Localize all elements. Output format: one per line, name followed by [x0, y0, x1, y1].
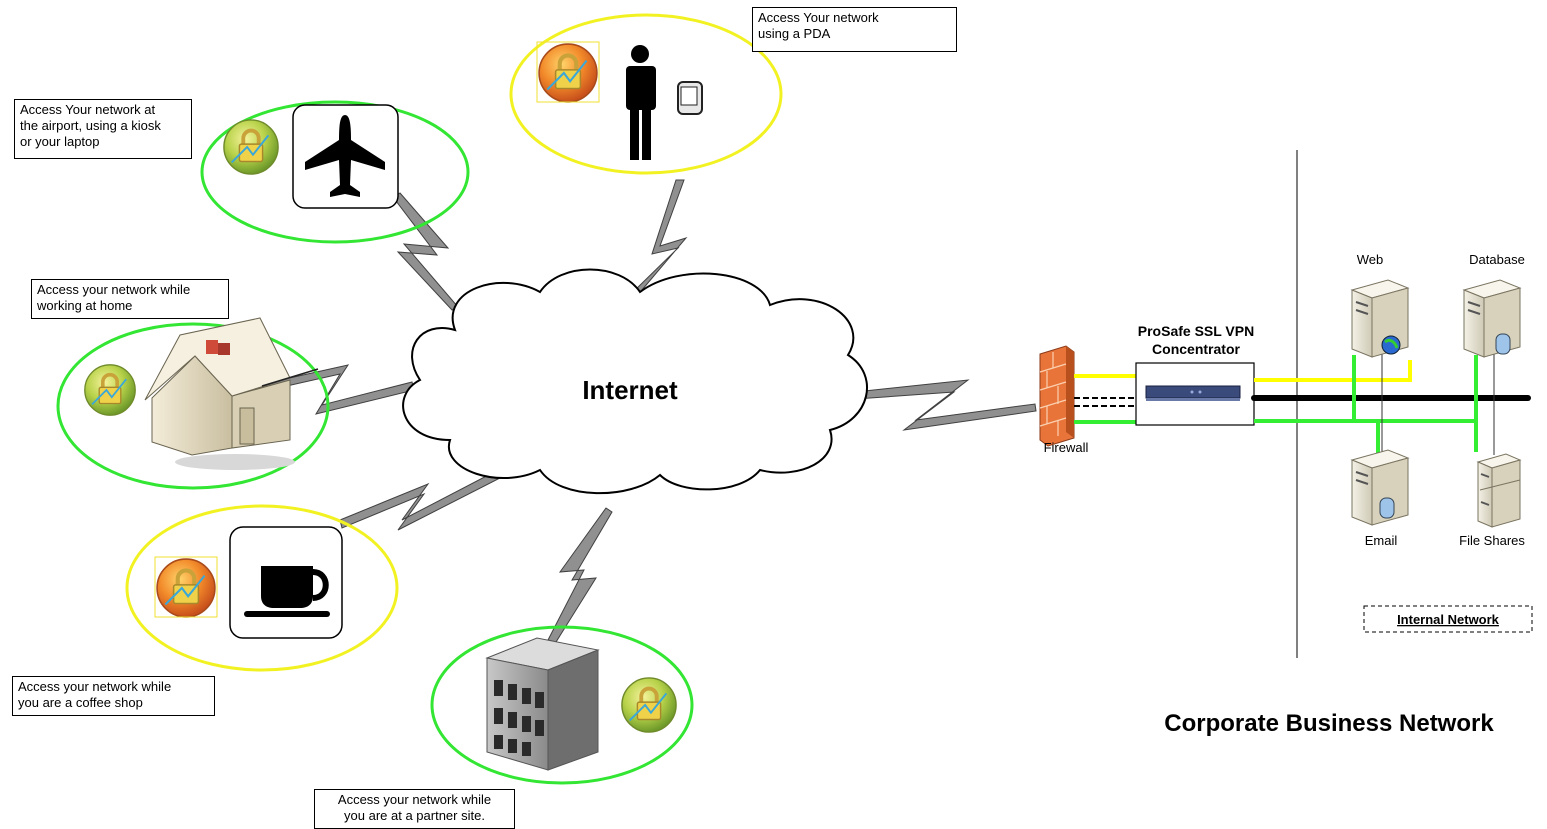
- lock-icon: [157, 559, 215, 617]
- callout-coffee-text: Access your network while you are a coff…: [18, 679, 172, 710]
- lock-icon: [83, 363, 137, 417]
- vpn-label-line2: Concentrator: [1152, 341, 1240, 357]
- callout-partner: Access your network while you are at a p…: [314, 789, 515, 829]
- lock-icon: [539, 44, 597, 102]
- server-label-email: Email: [1365, 533, 1398, 548]
- callout-pda-text: Access Your network using a PDA: [758, 10, 879, 41]
- office-building-icon: [485, 637, 600, 771]
- callout-home: Access your network while working at hom…: [31, 279, 229, 319]
- internal-network-box: [1363, 605, 1533, 633]
- callout-airport-text: Access Your network at the airport, usin…: [20, 102, 161, 149]
- server-icon[interactable]: [1476, 453, 1522, 528]
- corporate-title: Corporate Business Network: [1164, 710, 1494, 737]
- internal-network-label: Internal Network: [1397, 612, 1500, 627]
- partner-ring: [430, 625, 694, 785]
- pda-icon: [677, 81, 703, 115]
- cloud-icon: [402, 268, 868, 495]
- coffee-ring: [125, 504, 399, 672]
- firewall-icon: [1039, 345, 1075, 447]
- yellow-link: [1254, 360, 1412, 382]
- green-link: [1378, 419, 1478, 452]
- firewall-label: Firewall: [1044, 440, 1089, 455]
- internet-label: Internet: [582, 375, 678, 405]
- server-label-web: Web: [1357, 252, 1384, 267]
- callout-coffee: Access your network while you are a coff…: [12, 676, 215, 716]
- house-icon: [144, 317, 319, 470]
- pda-ring: [509, 13, 783, 175]
- vpn-device-icon: [1145, 385, 1241, 401]
- airport-ring: [200, 100, 470, 244]
- lock-icon: [620, 676, 678, 734]
- lock-icon: [222, 118, 280, 176]
- home-ring: [56, 322, 330, 490]
- server-icon[interactable]: [1350, 449, 1410, 526]
- server-label-file-shares: File Shares: [1459, 533, 1525, 548]
- coffee-cup-icon[interactable]: [229, 526, 343, 639]
- green-link: [1254, 419, 1380, 462]
- vpn-label-line1: ProSafe SSL VPN: [1138, 323, 1254, 339]
- callout-partner-text: Access your network while you are at a p…: [337, 792, 492, 823]
- callout-airport: Access Your network at the airport, usin…: [14, 99, 192, 159]
- server-label-database: Database: [1469, 252, 1525, 267]
- person-icon: [626, 45, 656, 160]
- callout-pda: Access Your network using a PDA: [752, 7, 957, 52]
- server-icon[interactable]: [1350, 279, 1410, 358]
- callout-home-text: Access your network while working at hom…: [37, 282, 191, 313]
- airplane-icon[interactable]: [292, 104, 399, 209]
- server-icon[interactable]: [1462, 279, 1522, 358]
